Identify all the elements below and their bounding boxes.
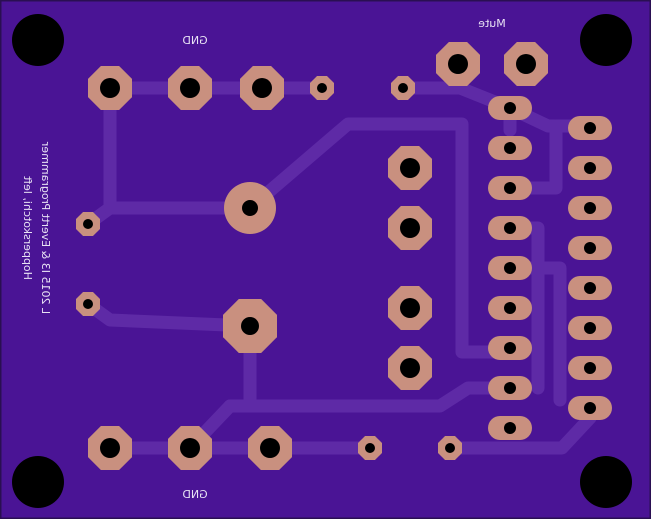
ic-left-pin-3 [488,176,532,200]
header-pin-1-drill [400,158,420,178]
mute-pin-1 [436,42,480,86]
ic-left-pin-7-drill [504,342,516,354]
ic-left-pin-1-drill [504,102,516,114]
gnd-bottom-pin-1-drill [100,438,120,458]
mounting-hole-1 [12,14,64,66]
gnd-bottom-pin-1 [88,426,132,470]
mute-pin-1-drill [448,54,468,74]
gnd-bottom-label: GND [182,488,207,501]
via-3 [76,212,100,236]
gnd-bottom-pin-2-drill [180,438,200,458]
mounting-holes [12,14,632,508]
ic-right-pin-5 [568,276,612,300]
header-pin-4-drill [400,358,420,378]
ic-right-pin-8-drill [584,402,596,414]
gnd-bottom-pin-2 [168,426,212,470]
ic-left-pin-1 [488,96,532,120]
via-1-drill [317,83,327,93]
header-pin-1 [388,146,432,190]
via-5-drill [365,443,375,453]
ic-left-pin-5-drill [504,262,516,274]
ic-left-pin-4 [488,216,532,240]
ic-right-pin-2 [568,156,612,180]
ic-right-pin-4-drill [584,242,596,254]
gnd-top-pin-3-drill [252,78,272,98]
header-pin-2 [388,206,432,250]
gnd-top-label: GND [182,34,207,47]
gnd-top-pin-1 [88,66,132,110]
header-pin-2-drill [400,218,420,238]
gnd-top-pin-1-drill [100,78,120,98]
jack-pad-1 [224,182,276,234]
ic-left-pin-3-drill [504,182,516,194]
ic-right-pin-3 [568,196,612,220]
ic-right-pin-6 [568,316,612,340]
via-6-drill [445,443,455,453]
silkscreen: GND Mute GND Hopperskotchi, left L 2015 … [21,17,506,501]
via-2 [391,76,415,100]
gnd-top-pin-2 [168,66,212,110]
ic-right-pin-6-drill [584,322,596,334]
via-2-drill [398,83,408,93]
ic-right-pin-1-drill [584,122,596,134]
gnd-top-pin-2-drill [180,78,200,98]
gnd-bottom-pin-3-drill [260,438,280,458]
ic-left-pin-8 [488,376,532,400]
ic-right-pin-4 [568,236,612,260]
ic-left-pin-8-drill [504,382,516,394]
ic-right-pin-3-drill [584,202,596,214]
gnd-top-pin-3 [240,66,284,110]
via-1 [310,76,334,100]
ic-left-pin-4-drill [504,222,516,234]
ic-right-pin-7 [568,356,612,380]
ic-right-pin-8 [568,396,612,420]
mounting-hole-4 [580,456,632,508]
ic-left-pin-2-drill [504,142,516,154]
mounting-hole-3 [12,456,64,508]
via-3-drill [83,219,93,229]
jack-pad-2-drill [241,317,259,335]
gnd-bottom-pin-3 [248,426,292,470]
header-pin-4 [388,346,432,390]
mute-pin-2 [504,42,548,86]
header-pin-3 [388,286,432,330]
jack-pad-2 [223,299,277,353]
mute-pin-2-drill [516,54,536,74]
via-4 [76,292,100,316]
header-pin-3-drill [400,298,420,318]
component-pads [76,42,612,470]
ic-left-pin-6 [488,296,532,320]
ic-left-pin-9 [488,416,532,440]
ic-left-pin-5 [488,256,532,280]
ic-right-pin-1 [568,116,612,140]
ic-right-pin-2-drill [584,162,596,174]
via-6 [438,436,462,460]
credit-line-2: L 2015 I3 & Evertt Programmer [39,141,52,314]
ic-right-pin-5-drill [584,282,596,294]
credit-line-1: Hopperskotchi, left [21,175,34,280]
ic-left-pin-9-drill [504,422,516,434]
mounting-hole-2 [580,14,632,66]
ic-left-pin-7 [488,336,532,360]
ic-left-pin-6-drill [504,302,516,314]
ic-left-pin-2 [488,136,532,160]
mute-label: Mute [478,17,506,30]
trace-3 [243,117,517,359]
jack-pad-1-drill [242,200,258,216]
via-4-drill [83,299,93,309]
via-5 [358,436,382,460]
ic-right-pin-7-drill [584,362,596,374]
